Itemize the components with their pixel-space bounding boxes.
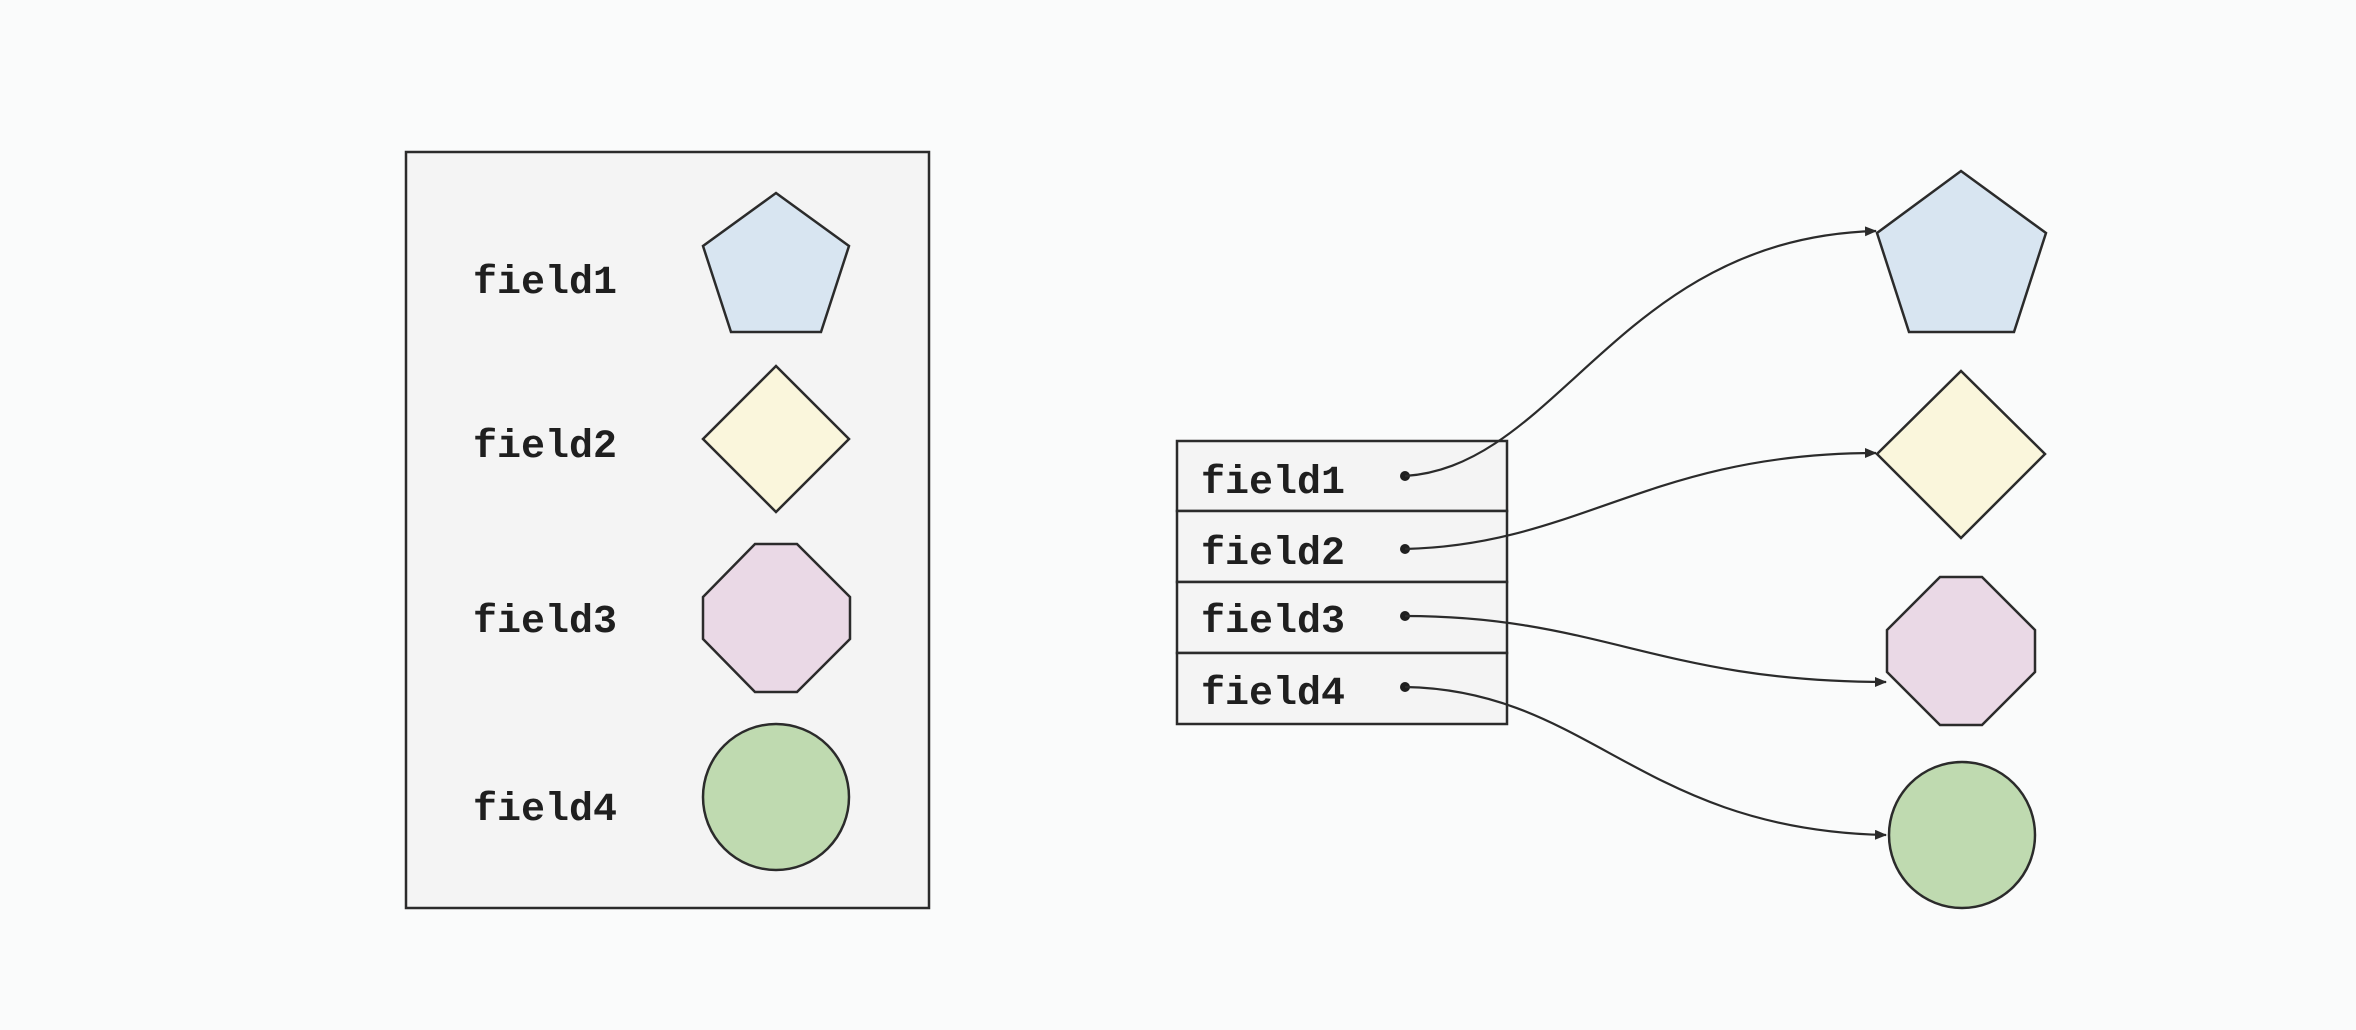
- pentagon-icon: [701, 191, 851, 334]
- pointer-arrow: [1404, 685, 1887, 840]
- octagon-icon: [1885, 575, 2037, 727]
- circle-icon: [1887, 760, 2037, 910]
- diamond-icon: [701, 364, 851, 514]
- pointer-struct-table: field1 field2 field3 field4: [1175, 439, 1509, 726]
- pointer-field-label-1: field1: [1201, 461, 1345, 506]
- circle-icon: [701, 722, 851, 872]
- pointer-arrow: [1404, 226, 1877, 478]
- pointer-field-label-3: field3: [1201, 600, 1345, 645]
- pointer-arrows: [1404, 226, 1887, 840]
- inline-field-label-4: field4: [473, 788, 617, 833]
- diamond-icon: [1875, 369, 2047, 540]
- pointer-field-label-4: field4: [1201, 672, 1345, 717]
- pentagon-icon: [1875, 169, 2048, 334]
- pointer-arrow: [1404, 448, 1877, 551]
- inline-field-label-3: field3: [473, 600, 617, 645]
- pointer-field-label-2: field2: [1201, 532, 1345, 577]
- pointer-targets: [1875, 169, 2048, 910]
- inline-struct-panel: field1 field2 field3 field4: [404, 150, 931, 910]
- inline-field-label-1: field1: [473, 261, 617, 306]
- inline-field-label-2: field2: [473, 425, 617, 470]
- octagon-icon: [701, 542, 852, 694]
- pointer-arrow: [1404, 614, 1887, 687]
- pointer-field-row: [1175, 651, 1509, 726]
